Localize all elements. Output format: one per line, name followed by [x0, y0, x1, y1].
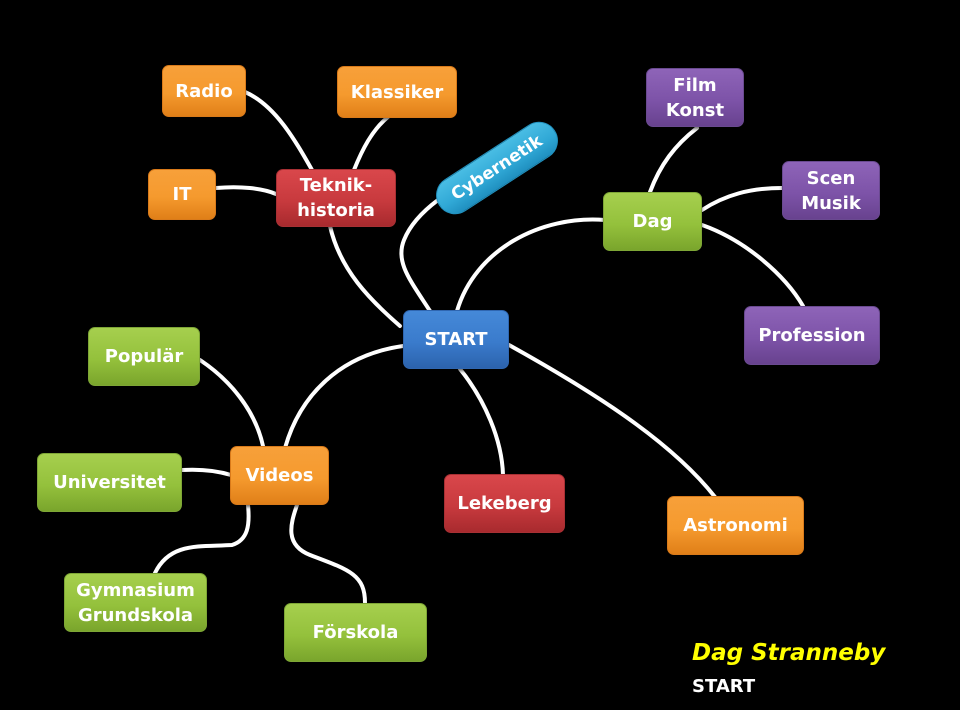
edge-dag-profession — [700, 223, 805, 308]
node-universitet[interactable]: Universitet — [37, 453, 182, 512]
node-filmkonst[interactable]: Film Konst — [646, 68, 744, 127]
edge-dag-filmkonst — [648, 126, 699, 194]
edge-teknikhistoria-radio — [243, 90, 314, 172]
node-videos[interactable]: Videos — [230, 446, 329, 505]
node-forskola[interactable]: Förskola — [284, 603, 427, 662]
edge-start-dag — [455, 217, 607, 313]
node-teknikhistoria[interactable]: Teknik- historia — [276, 169, 396, 227]
edge-teknikhistoria-it — [214, 185, 278, 196]
edge-videos-universitet — [180, 467, 233, 477]
edge-start-lekeberg — [458, 367, 505, 477]
edge-start-astronomi — [507, 343, 717, 499]
edge-start-videos — [283, 344, 405, 450]
edge-videos-gymnasium — [153, 503, 251, 575]
edge-start-teknikhistoria — [328, 224, 402, 328]
node-scenmusik[interactable]: Scen Musik — [782, 161, 880, 220]
edge-dag-scenmusik — [700, 186, 784, 212]
node-astronomi[interactable]: Astronomi — [667, 496, 804, 555]
author-name: Dag Stranneby — [692, 640, 886, 666]
edge-start-cybernetik — [399, 198, 440, 313]
node-profession[interactable]: Profession — [744, 306, 880, 365]
node-it[interactable]: IT — [148, 169, 216, 220]
node-radio[interactable]: Radio — [162, 65, 246, 117]
edge-videos-forskola — [289, 503, 367, 605]
node-gymnasium[interactable]: Gymnasium Grundskola — [64, 573, 207, 632]
node-dag[interactable]: Dag — [603, 192, 702, 251]
edge-teknikhistoria-klassiker — [352, 115, 390, 172]
node-klassiker[interactable]: Klassiker — [337, 66, 457, 118]
node-start[interactable]: START — [403, 310, 509, 369]
node-popular[interactable]: Populär — [88, 327, 200, 386]
footer-subtitle: START — [692, 676, 756, 697]
node-lekeberg[interactable]: Lekeberg — [444, 474, 565, 533]
edge-videos-popular — [198, 358, 265, 448]
